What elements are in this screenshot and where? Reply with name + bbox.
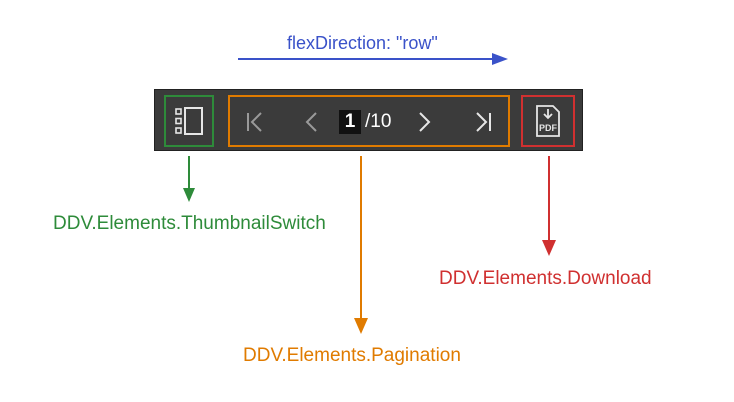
chevron-right-icon <box>419 112 431 132</box>
thumbnail-switch-arrow <box>183 156 195 202</box>
flex-direction-label: flexDirection: "row" <box>287 33 438 53</box>
download-frame <box>521 95 575 147</box>
prev-page-button[interactable] <box>298 106 326 138</box>
pagination-arrow <box>354 156 368 334</box>
thumbnail-switch-button[interactable] <box>166 97 212 145</box>
chevron-left-icon <box>305 112 317 132</box>
download-button[interactable]: PDF <box>523 97 573 145</box>
pagination-label: DDV.Elements.Pagination <box>243 345 461 366</box>
download-arrow <box>542 156 556 256</box>
download-label: DDV.Elements.Download <box>439 268 652 289</box>
last-page-button[interactable] <box>468 106 498 138</box>
pdf-download-icon: PDF <box>536 105 560 137</box>
first-page-icon <box>247 112 262 132</box>
current-page-input[interactable]: 1 <box>339 110 361 134</box>
svg-text:PDF: PDF <box>539 123 558 133</box>
pagination-frame <box>228 95 510 147</box>
thumbnail-switch-frame <box>164 95 214 147</box>
viewer-toolbar <box>154 89 583 151</box>
total-pages-label: /10 <box>365 111 392 132</box>
thumbnail-switch-label: DDV.Elements.ThumbnailSwitch <box>53 213 326 234</box>
next-page-button[interactable] <box>410 106 438 138</box>
flex-direction-arrow <box>238 53 508 65</box>
last-page-icon <box>476 112 491 132</box>
sidebar-thumbnails-icon <box>175 107 203 135</box>
first-page-button[interactable] <box>240 106 270 138</box>
